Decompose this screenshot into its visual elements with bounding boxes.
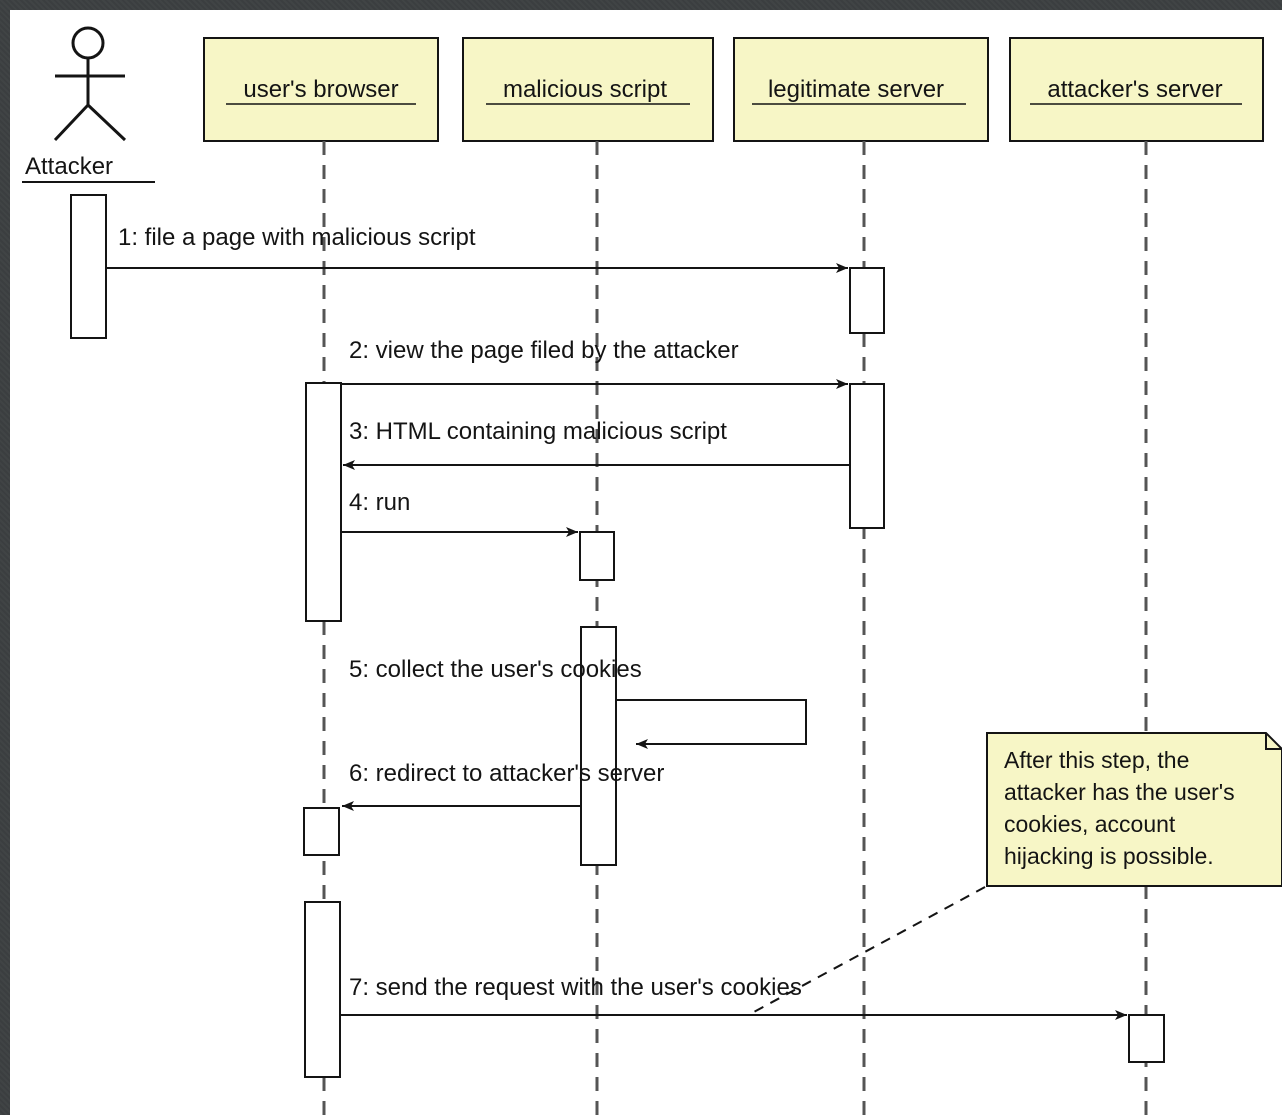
lifeline-header-attacker-server: attacker's server [1009,37,1264,142]
message-label-5: 5: collect the user's cookies [349,656,642,683]
activation-browser-3 [304,901,341,1078]
note-line-3: cookies, account [1004,811,1176,837]
activation-browser-2 [303,807,340,856]
note: After this step, the attacker has the us… [986,732,1282,887]
activation-browser-1 [305,382,342,622]
actor-left-leg [53,103,90,142]
activation-legit-2 [849,383,885,529]
actor-head [71,26,105,60]
activation-attacker-server [1128,1014,1165,1063]
note-line-4: hijacking is possible. [1004,843,1214,869]
sequence-diagram: Attacker user's browser malicious script… [22,26,1282,1115]
message-label-3: 3: HTML containing malicious script [349,418,727,445]
message-arrow-5 [616,699,807,749]
attacker-actor [53,26,127,142]
diagram-canvas: Attacker user's browser malicious script… [10,10,1282,1115]
actor-right-leg [86,103,127,142]
note-line-1: After this step, the [1004,747,1189,773]
actor-label: Attacker [25,153,113,180]
lifeline-header-browser: user's browser [203,37,439,142]
lifeline-header-script: malicious script [462,37,714,142]
lifeline-label-legit: legitimate server [768,76,944,103]
message-label-7: 7: send the request with the user's cook… [349,974,802,1001]
activation-legit-1 [849,267,885,334]
lifeline-header-legit: legitimate server [733,37,989,142]
activation-script-2 [580,626,617,866]
note-connector [751,886,986,1014]
lifeline-label-browser: user's browser [243,76,398,103]
activation-attacker [70,194,107,339]
message-label-2: 2: view the page filed by the attacker [349,337,739,364]
message-label-4: 4: run [349,489,410,516]
activation-script-1 [579,531,615,581]
message-label-1: 1: file a page with malicious script [118,224,476,251]
note-line-2: attacker has the user's [1004,779,1235,805]
message-label-6: 6: redirect to attacker's server [349,760,664,787]
lifeline-label-script: malicious script [503,76,667,103]
lifeline-label-attacker-server: attacker's server [1047,76,1222,103]
